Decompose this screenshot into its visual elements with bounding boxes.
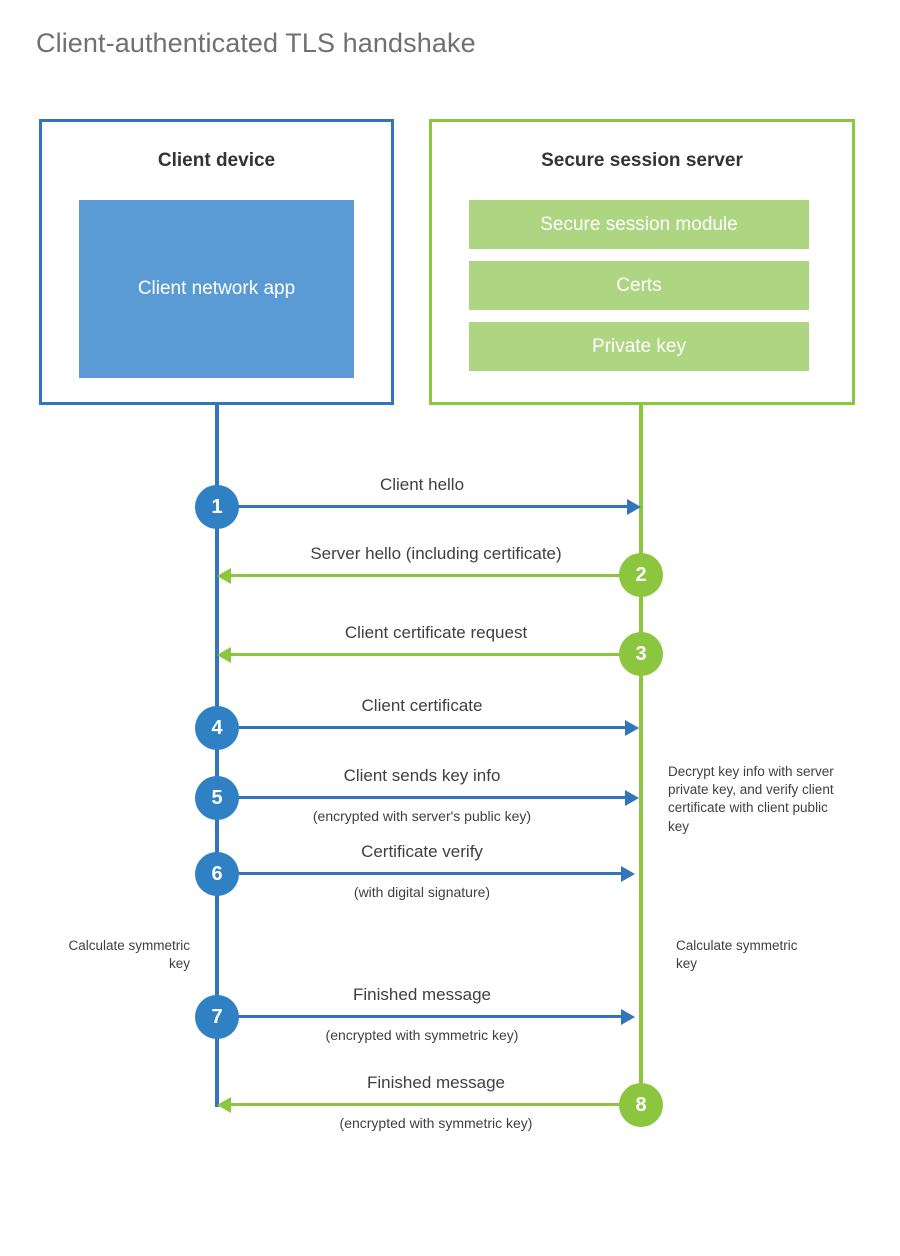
step-circle-8[interactable]: 8 xyxy=(619,1083,663,1127)
message-label-step-8: Finished message xyxy=(367,1073,505,1092)
server-module-list: Secure session module Certs Private key xyxy=(469,200,809,383)
note-client-calculate-symmetric-key: Calculate symmetric key xyxy=(68,938,190,972)
message-label-step-7: Finished message xyxy=(353,985,491,1004)
message-line-step-1 xyxy=(217,505,627,508)
arrowhead-right-step-5 xyxy=(625,790,639,806)
arrowhead-left-step-3 xyxy=(217,647,231,663)
message-line-step-4 xyxy=(217,726,627,729)
step-circle-6[interactable]: 6 xyxy=(195,852,239,896)
step-circle-2[interactable]: 2 xyxy=(619,553,663,597)
server-module-private-key: Private key xyxy=(469,322,809,371)
message-line-step-8 xyxy=(231,1103,641,1106)
arrowhead-right-step-1 xyxy=(627,499,641,515)
message-label-step-1: Client hello xyxy=(379,475,465,494)
arrowhead-right-step-7 xyxy=(621,1009,635,1025)
arrowhead-right-step-4 xyxy=(625,720,639,736)
note-server-decrypt-verify: Decrypt key info with server private key… xyxy=(668,764,834,834)
step-circle-5[interactable]: 5 xyxy=(195,776,239,820)
step-circle-3[interactable]: 3 xyxy=(619,632,663,676)
step-circle-4[interactable]: 4 xyxy=(195,706,239,750)
step-circle-1[interactable]: 1 xyxy=(195,485,239,529)
message-sublabel-step-5: (encrypted with server's public key) xyxy=(312,808,532,824)
message-line-step-6 xyxy=(217,872,623,875)
message-label-step-6: Certificate verify xyxy=(361,842,483,861)
server-module-secure-session-module: Secure session module xyxy=(469,200,809,249)
message-line-step-3 xyxy=(231,653,641,656)
actor-box-client-device: Client device Client network app xyxy=(39,119,394,405)
server-lifeline xyxy=(639,402,643,1107)
secure-session-server-title: Secure session server xyxy=(541,150,743,171)
message-label-step-3: Client certificate request xyxy=(344,623,528,642)
message-sublabel-step-8: (encrypted with symmetric key) xyxy=(339,1115,533,1131)
message-line-step-2 xyxy=(231,574,641,577)
message-label-step-5: Client sends key info xyxy=(343,766,501,785)
client-device-title: Client device xyxy=(157,150,276,171)
page-title: Client-authenticated TLS handshake xyxy=(36,28,476,58)
note-server-calculate-symmetric-key: Calculate symmetric key xyxy=(676,938,798,972)
message-label-step-2: Server hello (including certificate) xyxy=(310,544,562,563)
message-sublabel-step-6: (with digital signature) xyxy=(353,884,491,900)
arrowhead-left-step-2 xyxy=(217,568,231,584)
actor-box-secure-session-server: Secure session server Secure session mod… xyxy=(429,119,855,405)
step-circle-7[interactable]: 7 xyxy=(195,995,239,1039)
message-label-step-4: Client certificate xyxy=(361,696,483,715)
arrowhead-right-step-6 xyxy=(621,866,635,882)
arrowhead-left-step-8 xyxy=(217,1097,231,1113)
message-line-step-7 xyxy=(217,1015,623,1018)
client-network-app-block: Client network app xyxy=(79,200,354,378)
server-module-certs: Certs xyxy=(469,261,809,310)
message-sublabel-step-7: (encrypted with symmetric key) xyxy=(325,1027,519,1043)
message-line-step-5 xyxy=(217,796,627,799)
client-lifeline xyxy=(215,402,219,1107)
